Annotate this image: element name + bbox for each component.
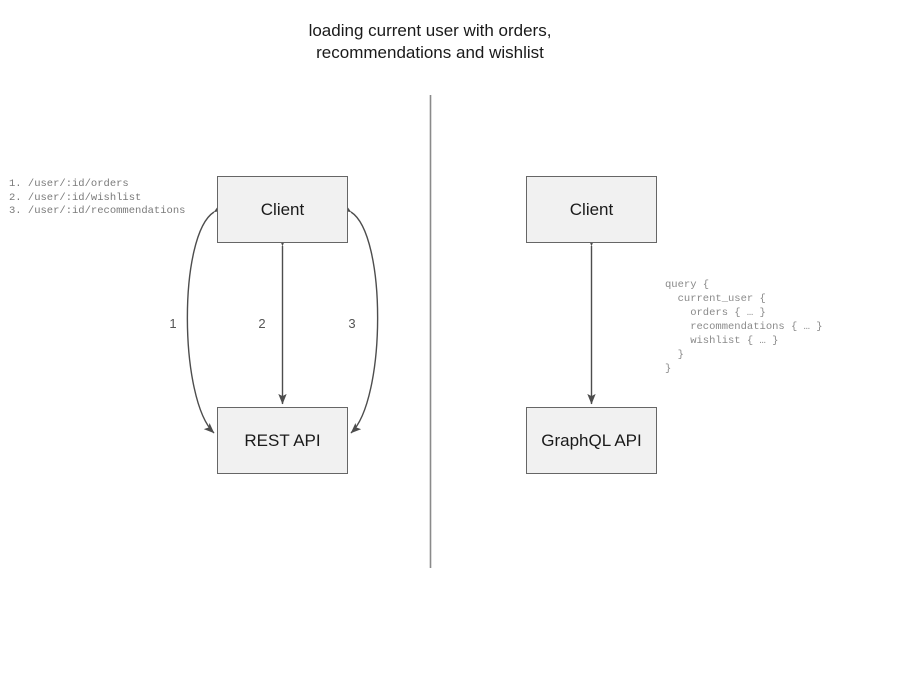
edge-label-3: 3: [348, 316, 356, 331]
graphql-query-snippet: query { current_user { orders { … } reco…: [665, 279, 823, 375]
rest-endpoints-list: 1. /user/:id/orders 2. /user/:id/wishlis…: [9, 178, 186, 217]
node-rest-api[interactable]: REST API: [217, 407, 348, 474]
node-rest-client[interactable]: Client: [217, 176, 348, 243]
page-title: loading current user with orders, recomm…: [308, 21, 552, 62]
node-graphql-api[interactable]: GraphQL API: [526, 407, 657, 474]
edge-rest-1: [186, 203, 225, 434]
node-graphql-client[interactable]: Client: [526, 176, 657, 243]
edge-label-2: 2: [258, 316, 266, 331]
edge-label-1: 1: [169, 316, 177, 331]
edge-rest-3: [340, 203, 379, 434]
